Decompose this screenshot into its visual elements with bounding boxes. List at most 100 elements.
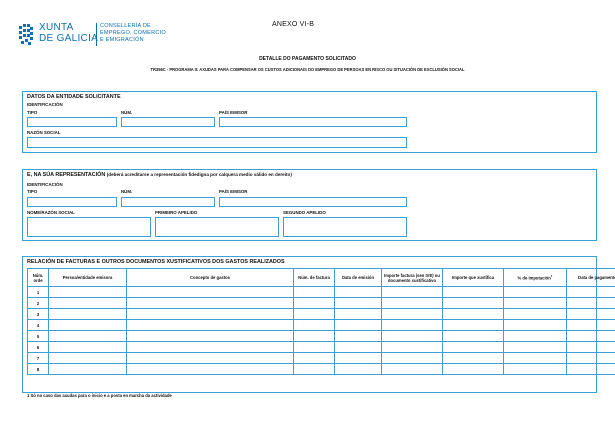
table-cell[interactable] [48,352,127,364]
table-cell[interactable] [442,363,504,375]
table-cell[interactable] [381,286,443,298]
table-cell[interactable] [442,352,504,364]
table-cell[interactable] [503,330,567,342]
column-justified-amount: Importe que xustifica [442,268,504,287]
table-cell[interactable] [334,297,382,309]
table-cell[interactable] [48,297,127,309]
row-order-number: 2 [27,297,49,309]
row-order-number: 1 [27,286,49,298]
table-cell[interactable] [293,363,335,375]
rep-type-label: TIPO [27,189,38,194]
row-order-number: 7 [27,352,49,364]
table-cell[interactable] [442,308,504,320]
table-cell[interactable] [566,286,615,298]
column-invoice-amount: Importe factura (sen IVE) ou documento x… [381,268,443,287]
table-cell[interactable] [381,341,443,353]
document-subtitle: TR356C - PROGRAMA II: AXUDAS PARA COMPEN… [150,67,465,72]
rep-name-field[interactable] [27,217,151,237]
invoices-table: Núm. orde Persoa/entidade emisora Concep… [27,268,615,375]
xunta-logo: XUNTA DE GALICIA CONSELLERÍA DE EMPREGO,… [18,22,178,48]
table-row: 3 [27,308,615,320]
column-order-number: Núm. orde [27,268,49,287]
table-cell[interactable] [293,297,335,309]
rep-number-field[interactable] [121,197,215,207]
table-cell[interactable] [48,286,127,298]
table-cell[interactable] [126,363,294,375]
table-cell[interactable] [566,341,615,353]
table-cell[interactable] [503,352,567,364]
table-cell[interactable] [503,341,567,353]
table-cell[interactable] [293,308,335,320]
table-cell[interactable] [126,297,294,309]
column-issue-date: Data de emisión [334,268,382,287]
logo-divider [96,23,97,46]
table-cell[interactable] [381,363,443,375]
table-cell[interactable] [442,330,504,342]
table-cell[interactable] [293,286,335,298]
table-cell[interactable] [48,308,127,320]
table-row: 6 [27,341,615,353]
table-cell[interactable] [48,330,127,342]
rep-country-field[interactable] [219,197,407,207]
table-cell[interactable] [442,286,504,298]
table-cell[interactable] [48,319,127,331]
table-cell[interactable] [126,341,294,353]
table-cell[interactable] [503,363,567,375]
table-cell[interactable] [442,341,504,353]
table-cell[interactable] [381,330,443,342]
rep-number-label: NÚM. [121,189,133,194]
entity-type-field[interactable] [27,117,117,127]
table-cell[interactable] [293,319,335,331]
table-cell[interactable] [503,308,567,320]
table-cell[interactable] [381,297,443,309]
table-cell[interactable] [126,330,294,342]
table-cell[interactable] [334,341,382,353]
table-row: 5 [27,330,615,342]
entity-country-field[interactable] [219,117,407,127]
row-order-number: 5 [27,330,49,342]
table-cell[interactable] [293,330,335,342]
representative-section: E, NA SÚA REPRESENTACIÓN (deberá acredit… [22,169,597,241]
table-cell[interactable] [566,363,615,375]
rep-first-surname-label: PRIMEIRO APELIDO [155,210,198,215]
table-row: 7 [27,352,615,364]
row-order-number: 8 [27,363,49,375]
table-row: 4 [27,319,615,331]
table-cell[interactable] [334,352,382,364]
table-cell[interactable] [381,352,443,364]
table-cell[interactable] [48,363,127,375]
galicia-emblem-icon [19,24,33,45]
table-cell[interactable] [566,308,615,320]
rep-type-field[interactable] [27,197,117,207]
table-cell[interactable] [334,308,382,320]
table-cell[interactable] [334,286,382,298]
table-cell[interactable] [293,352,335,364]
entity-company-name-field[interactable] [27,137,407,148]
rep-country-label: PAÍS EMISOR [219,189,248,194]
table-cell[interactable] [126,352,294,364]
table-cell[interactable] [566,330,615,342]
table-cell[interactable] [442,297,504,309]
table-cell[interactable] [503,297,567,309]
table-cell[interactable] [126,319,294,331]
table-cell[interactable] [566,297,615,309]
table-cell[interactable] [48,341,127,353]
table-cell[interactable] [126,286,294,298]
table-cell[interactable] [126,308,294,320]
rep-first-surname-field[interactable] [155,217,279,237]
invoices-footnote: 1 Só no caso das axudas para o inicio e … [27,393,172,398]
table-cell[interactable] [566,319,615,331]
table-cell[interactable] [503,319,567,331]
table-cell[interactable] [334,319,382,331]
rep-second-surname-field[interactable] [283,217,407,237]
table-cell[interactable] [381,319,443,331]
document-title: DETALLE DO PAGAMENTO SOLICITADO [259,56,356,62]
table-cell[interactable] [566,352,615,364]
table-cell[interactable] [293,341,335,353]
table-cell[interactable] [442,319,504,331]
table-cell[interactable] [334,363,382,375]
table-cell[interactable] [503,286,567,298]
table-cell[interactable] [334,330,382,342]
entity-number-field[interactable] [121,117,215,127]
table-cell[interactable] [381,308,443,320]
